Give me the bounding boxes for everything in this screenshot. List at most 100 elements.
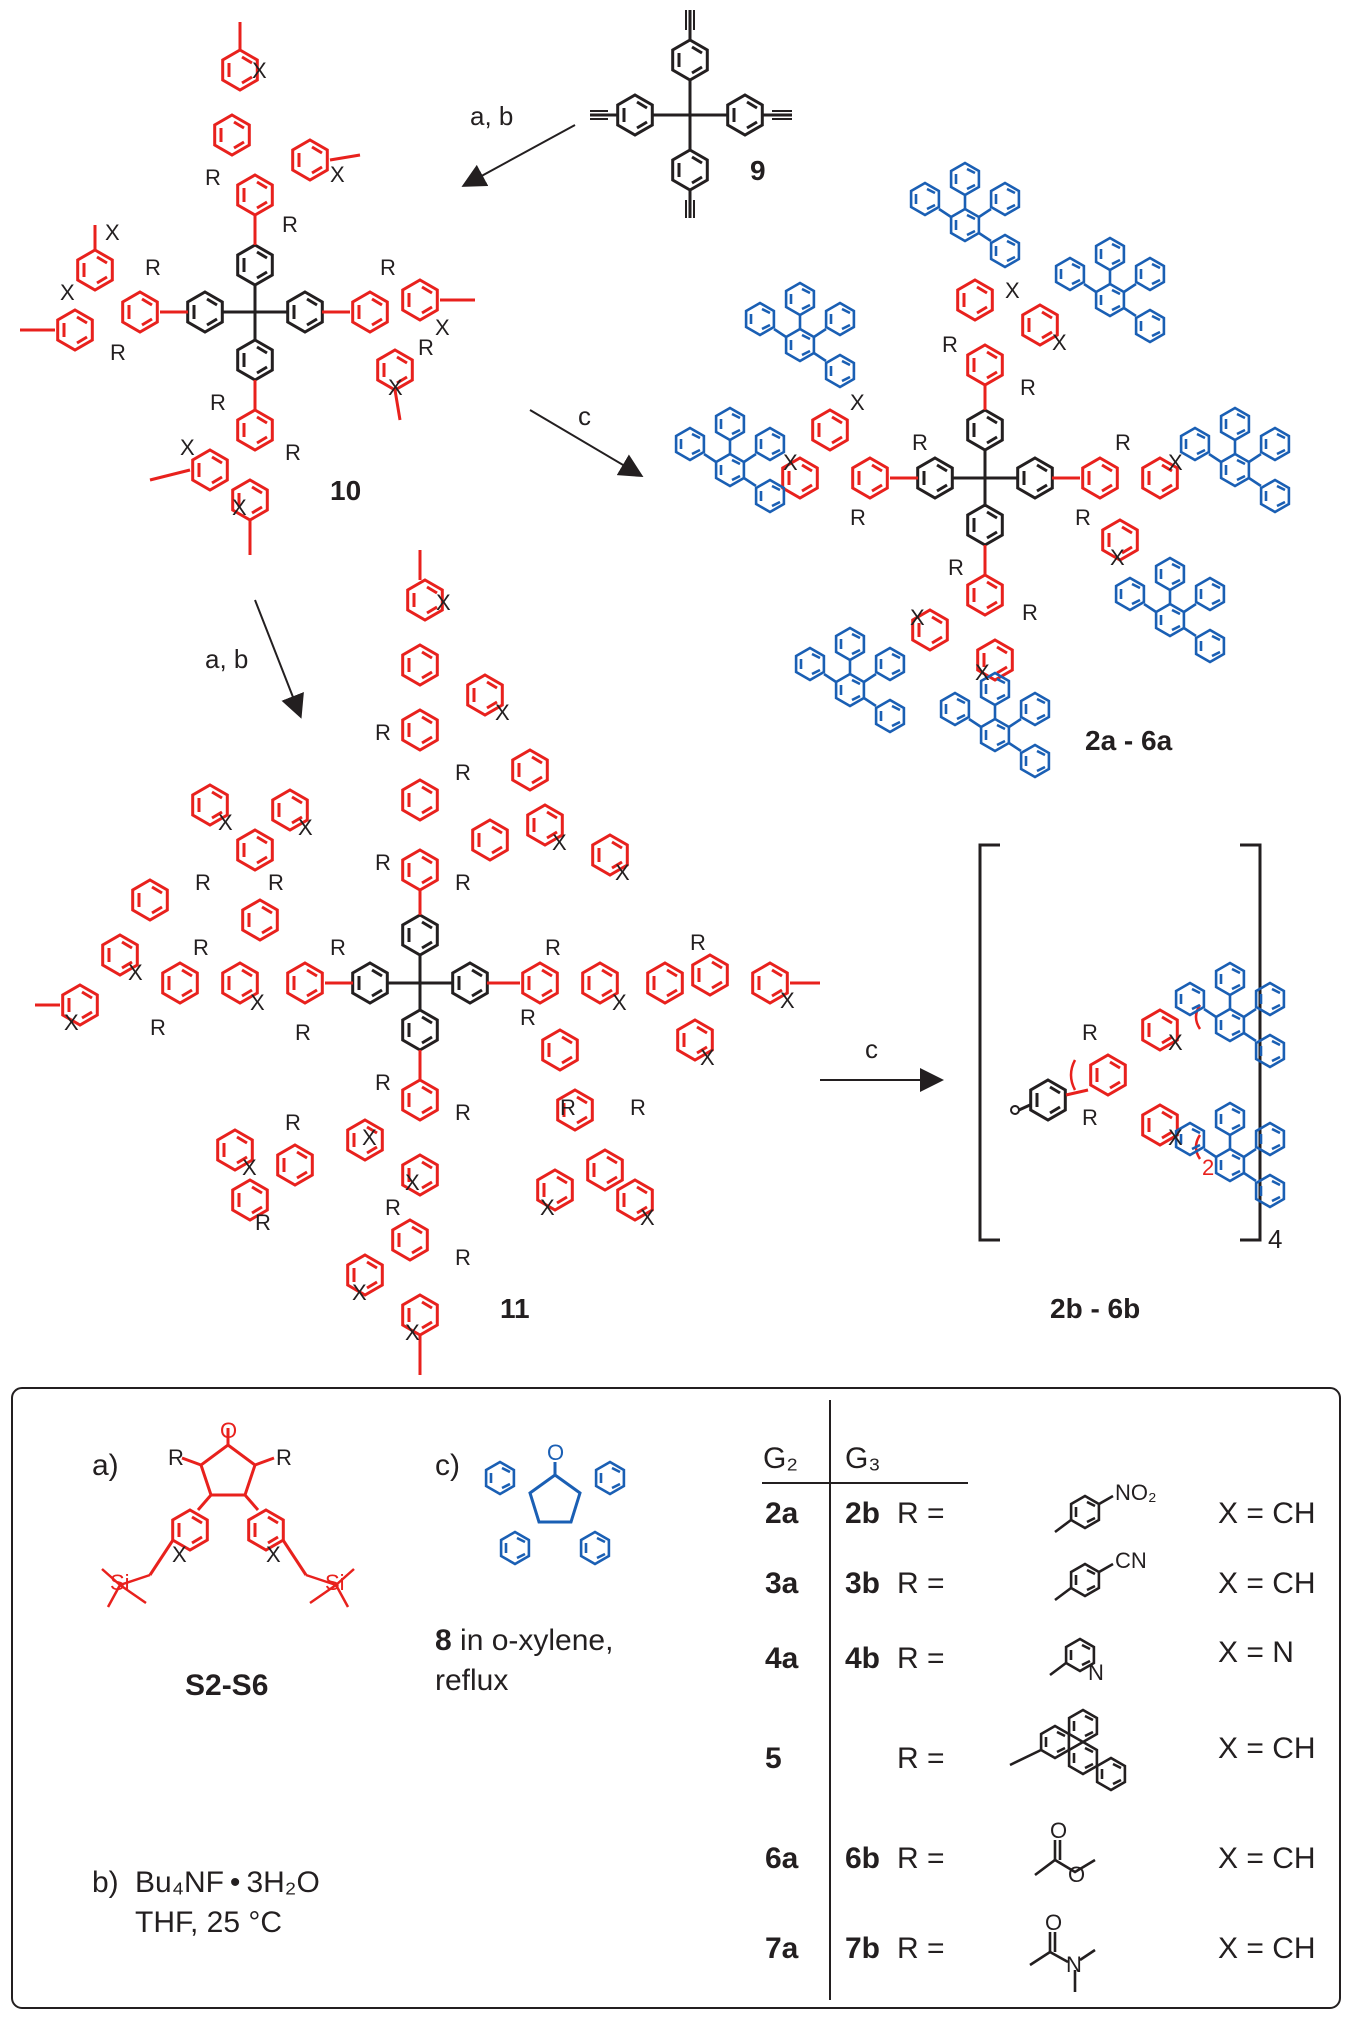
svg-text:X: X [128, 960, 143, 985]
substituent-table: G₂ G₃ 2a 2b R = X = CH NO₂ 3a 3b R = X =… [762, 1400, 1316, 2000]
svg-text:X: X [218, 810, 233, 835]
svg-text:R: R [560, 1095, 576, 1120]
svg-text:R: R [630, 1095, 646, 1120]
svg-text:X: X [910, 605, 925, 630]
r-dimethylamide-icon [1029, 1932, 1096, 1992]
compound-10-label: 10 [330, 475, 361, 506]
r-cyanophenyl-icon [1054, 1562, 1114, 1602]
legend-b-reagent: Bu₄NF • 3H₂O [135, 1866, 320, 1899]
svg-text:X: X [242, 1155, 257, 1180]
svg-text:X: X [783, 450, 798, 475]
svg-text:R: R [210, 390, 226, 415]
svg-text:X: X [232, 495, 247, 520]
svg-text:N: N [1088, 1660, 1104, 1685]
svg-text:R: R [282, 212, 298, 237]
arrow-9-to-10 [461, 124, 576, 187]
compound-11-label: 11 [500, 1293, 530, 1324]
svg-text:R: R [380, 255, 396, 280]
svg-text:X: X [266, 1542, 281, 1567]
compound-9-label: 9 [750, 155, 766, 186]
svg-text:6b: 6b [845, 1842, 880, 1875]
arrow-10-to-2a [529, 409, 644, 478]
svg-text:X = CH: X = CH [1218, 1567, 1316, 1600]
svg-text:R: R [285, 440, 301, 465]
svg-text:4a: 4a [765, 1642, 799, 1675]
svg-text:R =: R = [897, 1742, 945, 1775]
legend-a-label: a) [92, 1449, 119, 1482]
compound-2a-6a-structure [676, 163, 1289, 777]
r-nitrophenyl-icon [1054, 1494, 1114, 1534]
compound-2b-6b-label: 2b - 6b [1050, 1293, 1140, 1324]
compound-11-structure [35, 550, 820, 1375]
svg-text:R: R [690, 930, 706, 955]
svg-text:X = CH: X = CH [1218, 1932, 1316, 1965]
svg-text:Si: Si [110, 1570, 130, 1595]
svg-text:X: X [405, 1170, 420, 1195]
svg-text:X: X [975, 660, 990, 685]
svg-text:X: X [1110, 545, 1125, 570]
svg-text:X: X [1005, 278, 1020, 303]
reagent-8-oxygen: O [547, 1440, 564, 1465]
legend-a-compound: S2-S6 [185, 1669, 268, 1702]
svg-text:X: X [552, 830, 567, 855]
svg-text:R: R [268, 870, 284, 895]
svg-text:4b: 4b [845, 1642, 880, 1675]
svg-text:X: X [60, 280, 75, 305]
svg-text:G₃: G₃ [845, 1442, 881, 1475]
reagent-8-structure [484, 1460, 626, 1566]
svg-text:R: R [912, 430, 928, 455]
svg-text:3b: 3b [845, 1567, 880, 1600]
svg-text:X: X [780, 988, 795, 1013]
svg-text:R: R [145, 255, 161, 280]
svg-text:2a: 2a [765, 1497, 799, 1530]
svg-text:Si: Si [325, 1570, 345, 1595]
svg-text:O: O [1045, 1910, 1062, 1935]
svg-text:G₂: G₂ [763, 1442, 798, 1475]
svg-text:R: R [285, 1110, 301, 1135]
repeat-subscript: 4 [1268, 1224, 1282, 1254]
svg-text:R: R [110, 340, 126, 365]
svg-text:X: X [298, 815, 313, 840]
generation-subscript: 2 [1202, 1155, 1214, 1180]
r-methylester-icon [1034, 1840, 1096, 1877]
svg-text:X: X [615, 860, 630, 885]
svg-text:X: X [640, 1205, 655, 1230]
svg-text:R: R [1115, 430, 1131, 455]
svg-text:O: O [1068, 1862, 1085, 1887]
svg-text:R: R [385, 1195, 401, 1220]
svg-text:X: X [64, 1010, 79, 1035]
svg-text:X: X [250, 990, 265, 1015]
svg-text:X: X [540, 1195, 555, 1220]
svg-text:X: X [352, 1280, 367, 1305]
svg-text:X: X [495, 700, 510, 725]
compound-10-structure [20, 22, 475, 555]
svg-text:R: R [255, 1210, 271, 1235]
svg-text:O: O [220, 1418, 237, 1443]
svg-text:3a: 3a [765, 1567, 799, 1600]
svg-text:R =: R = [897, 1932, 945, 1965]
svg-text:R: R [195, 870, 211, 895]
svg-text:7b: 7b [845, 1932, 880, 1965]
svg-text:X: X [1052, 330, 1067, 355]
svg-text:X: X [700, 1045, 715, 1070]
svg-text:X: X [330, 162, 345, 187]
legend-c-line1: 8 in o-xylene, [435, 1624, 613, 1657]
svg-text:R: R [545, 935, 561, 960]
svg-text:X = CH: X = CH [1218, 1842, 1316, 1875]
svg-text:X: X [612, 990, 627, 1015]
svg-text:R =: R = [897, 1642, 945, 1675]
svg-text:N: N [1066, 1952, 1082, 1977]
svg-text:R: R [455, 870, 471, 895]
legend-c-label: c) [435, 1449, 460, 1482]
reagent-s2-s6-structure [101, 1428, 355, 1608]
legend-c-line2: reflux [435, 1664, 508, 1697]
svg-text:R: R [418, 335, 434, 360]
svg-text:R: R [455, 1245, 471, 1270]
r-pyridyl-icon [1049, 1637, 1096, 1677]
legend-b-label: b) [92, 1866, 119, 1899]
compound-10-substituent-labels: RR RR RR RR XX XX XX XX [60, 58, 450, 520]
compound-2a-6a-substituent-labels: RR RR RR RR XX XX XX XX [783, 278, 1183, 685]
legend-b-conditions: THF, 25 °C [135, 1906, 282, 1939]
